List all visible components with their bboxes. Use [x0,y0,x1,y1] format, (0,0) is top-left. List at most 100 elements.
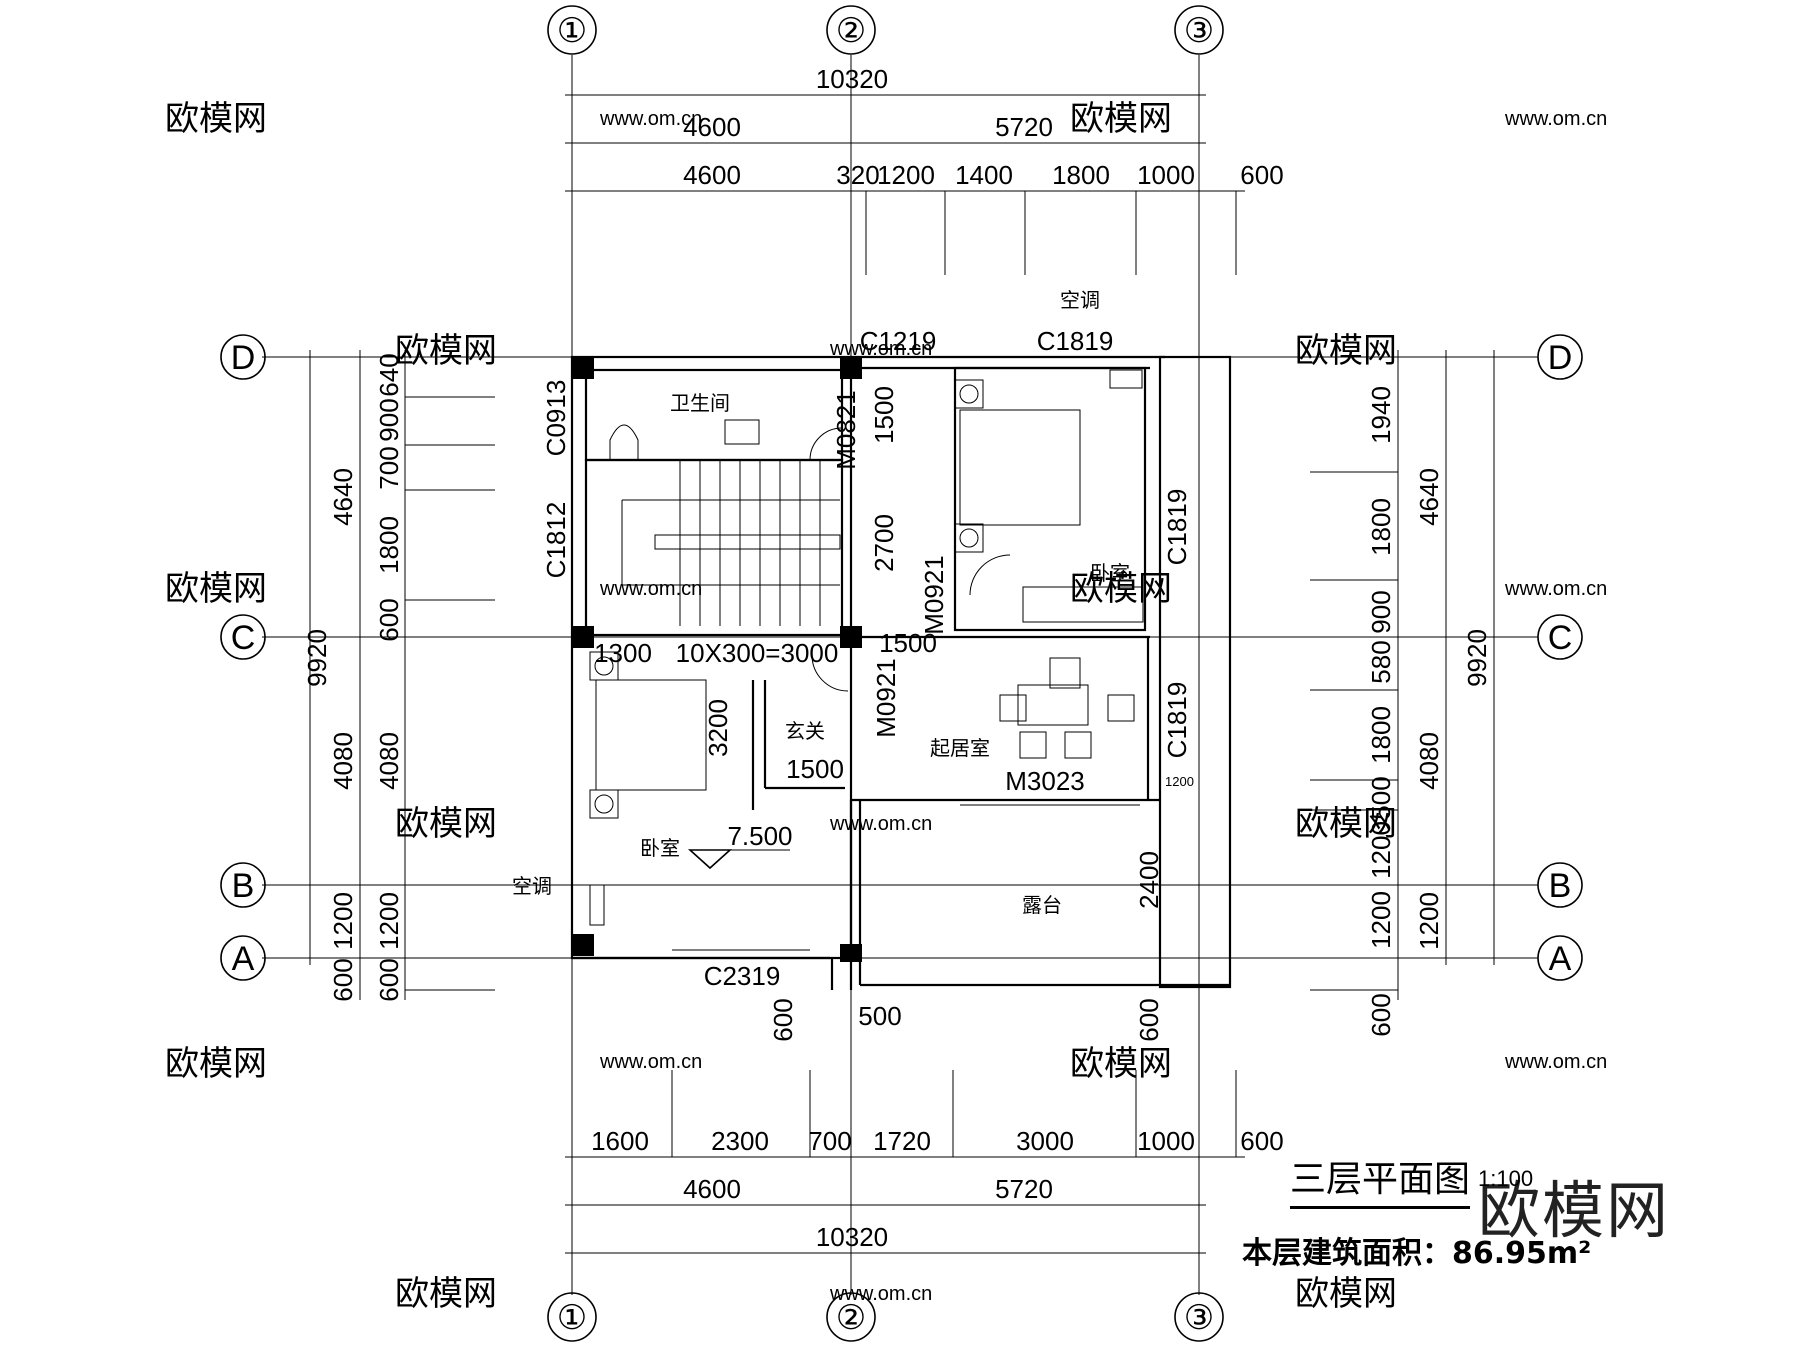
dim-interior: 500 [858,1001,901,1031]
dim-interior: 2700 [869,514,899,572]
code-m0821: M0821 [831,390,861,470]
axis-label-c: C [1548,619,1573,657]
dim-left-detail: 1800 [374,516,404,574]
dim-top-detail: 600 [1240,160,1283,190]
top-dimensions: 10320 4600 5720 4600 320 1200 1400 1800 … [565,64,1284,275]
room-labels: 卫生间 卧室 起居室 玄关 卧室 露台 空调 空调 [512,289,1130,917]
furniture [589,369,1144,926]
elevation-value: 7.500 [727,821,792,851]
left-dimensions: 9920 4640 4080 1200 600 640 900 700 1800… [302,350,495,1002]
dim-top-mid: 4600 [683,112,741,142]
axis-label-1: ① [557,12,587,50]
axis-label-a: A [232,940,255,978]
axis-label-d: D [231,339,256,377]
axis-label-3: ③ [1184,1299,1214,1337]
floor-area-label: 本层建筑面积：86.95m² [1242,1236,1592,1271]
dim-top-detail: 320 [836,160,879,190]
watermark: 欧模网 [1070,570,1172,608]
watermark-url: www.om.cn [599,108,702,130]
code-c1812: C1812 [541,502,571,579]
dim-right-mid: 4080 [1414,732,1444,790]
drawing-scale: 1:100 [1478,1166,1534,1191]
dim-right-detail: 600 [1366,993,1396,1036]
code-c2319: C2319 [704,961,781,991]
axis-label-b: B [1549,867,1572,905]
dim-interior: 600 [768,998,798,1041]
bottom-dimensions: 1600 2300 700 1720 3000 1000 600 4600 57… [565,1070,1284,1254]
brand-logo: 欧模网 [1478,1174,1671,1247]
watermark: 欧模网 [395,805,497,843]
code-m0921-b: M0921 [871,658,901,738]
watermark-url: www.om.cn [1504,108,1607,130]
dim-bottom-detail: 3000 [1016,1126,1074,1156]
code-c1819-r2: C1819 [1162,682,1192,759]
dim-bottom-total: 10320 [816,1222,888,1252]
dim-right-detail: 900 [1366,590,1396,633]
watermark: 欧模网 [1070,1045,1172,1083]
columns [572,357,862,962]
watermark: 欧模网 [395,1275,497,1313]
code-c1819-r1: C1819 [1162,489,1192,566]
watermark-url: www.om.cn [599,1051,702,1073]
dim-left-detail: 600 [374,598,404,641]
dim-left-detail: 900 [374,398,404,441]
room-bedroom-ne: 卧室 [1090,562,1130,585]
label-ac-top: 空调 [1060,289,1100,312]
dim-left-mid: 1200 [328,892,358,950]
watermark: 欧模网 [165,570,267,608]
axis-bubbles: ① ② ③ ① ② ③ D C B A D C B A [220,5,1583,1342]
dim-bottom-mid: 4600 [683,1174,741,1204]
code-m0921-a: M0921 [919,555,949,635]
dim-interior: 10X300=3000 [676,638,839,668]
dim-left-detail: 1200 [374,892,404,950]
watermark: 欧模网 [395,332,497,370]
watermark: 欧模网 [1295,1275,1397,1313]
watermark: 欧模网 [165,100,267,138]
dim-left-mid: 4640 [328,468,358,526]
watermark-url: www.om.cn [1504,578,1607,600]
axis-label-3: ③ [1184,12,1214,50]
dim-right-detail: 580 [1366,640,1396,683]
dim-bottom-detail: 2300 [711,1126,769,1156]
watermarks: 欧模网 www.om.cn 欧模网 www.om.cn 欧模网 www.om.c… [165,100,1607,1313]
dim-right-mid: 4640 [1414,468,1444,526]
dim-right-total: 9920 [1462,629,1492,687]
watermark-url: www.om.cn [829,813,932,835]
code-c1819-top: C1819 [1037,326,1114,356]
axis-label-c: C [231,619,256,657]
dim-right-detail: 500 [1366,776,1396,819]
dim-top-detail: 1400 [955,160,1013,190]
dim-bottom-detail: 1600 [591,1126,649,1156]
dim-interior: 1300 [594,638,652,668]
dim-top-detail: 1800 [1052,160,1110,190]
dim-bottom-mid: 5720 [995,1174,1053,1204]
dim-right-mid: 1200 [1414,892,1444,950]
axis-label-a: A [1549,940,1572,978]
watermark-url: www.om.cn [1504,1051,1607,1073]
openings [672,356,1140,951]
code-c0913: C0913 [541,380,571,457]
dim-right-detail: 1940 [1366,386,1396,444]
dim-right-detail: 1200 [1366,891,1396,949]
dim-interior: 1500 [869,386,899,444]
room-living: 起居室 [930,737,990,760]
dim-bottom-detail: 700 [808,1126,851,1156]
dim-left-detail: 600 [374,958,404,1001]
dim-interior: 600 [1134,998,1164,1041]
dim-top-detail: 1200 [877,160,935,190]
dim-top-detail: 1000 [1137,160,1195,190]
watermark: 欧模网 [1295,332,1397,370]
dim-left-detail: 4080 [374,732,404,790]
axis-label-b: B [232,867,255,905]
dim-right-detail: 1800 [1366,706,1396,764]
watermark: 欧模网 [1070,100,1172,138]
staircase [621,460,841,626]
dim-right-detail: 1200 [1366,821,1396,879]
dim-interior: 2400 [1134,851,1164,909]
right-dimensions: 1940 1800 900 580 1800 500 1200 1200 600… [1310,350,1495,1037]
dim-left-mid: 600 [328,958,358,1001]
watermark-url: www.om.cn [599,578,702,600]
axis-label-2: ② [836,1299,866,1337]
dim-left-detail: 640 [374,353,404,396]
